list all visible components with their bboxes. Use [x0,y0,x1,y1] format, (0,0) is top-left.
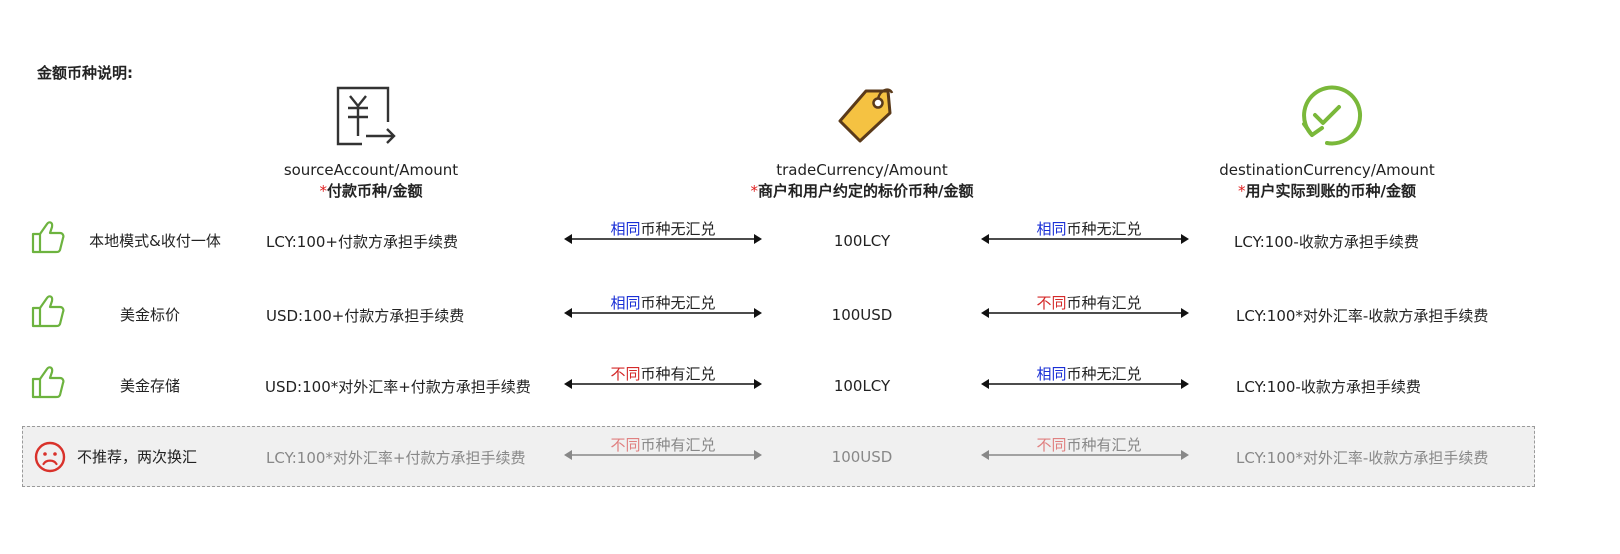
column-header-trade: tradeCurrency/Amount *商户和用户约定的标价币种/金额 [751,160,974,202]
exchange-label-suffix: 币种有汇兑 [640,436,716,454]
exchange-label-suffix: 币种无汇兑 [640,294,716,312]
column-title: tradeCurrency/Amount [776,161,948,179]
double-arrow-icon [981,308,1189,318]
exchange-label: 相同币种无汇兑 [1036,363,1141,384]
double-arrow-icon [564,450,762,460]
row-label: 美金标价 [119,306,181,324]
double-arrow-icon [564,308,762,318]
exchange-label: 不同币种有汇兑 [610,434,715,455]
source-amount: LCY:100*对外汇率+付款方承担手续费 [266,449,526,467]
destination-amount: LCY:100-收款方承担手续费 [1236,378,1421,396]
destination-amount: LCY:100-收款方承担手续费 [1234,233,1419,251]
exchange-label-suffix: 币种有汇兑 [1066,294,1142,312]
source-amount: USD:100+付款方承担手续费 [266,307,465,325]
exchange-label-prefix: 相同 [610,220,641,238]
exchange-label: 不同币种有汇兑 [1036,434,1141,455]
exchange-label-prefix: 不同 [1036,294,1067,312]
exchange-label-suffix: 币种无汇兑 [1066,365,1142,383]
row-label: 不推荐，两次换汇 [77,448,198,466]
double-arrow-icon [564,379,762,389]
source-amount: LCY:100+付款方承担手续费 [266,233,458,251]
exchange-label-prefix: 相同 [1036,365,1067,383]
exchange-label: 相同币种无汇兑 [1036,218,1141,239]
exchange-label-prefix: 不同 [610,365,641,383]
trade-amount: 100LCY [833,232,891,250]
exchange-label-suffix: 币种有汇兑 [640,365,716,383]
exchange-label-prefix: 不同 [610,436,641,454]
trade-amount: 100LCY [833,377,891,395]
column-subtitle: *付款币种/金额 [319,182,423,200]
source-amount: USD:100*对外汇率+付款方承担手续费 [265,378,531,396]
double-arrow-icon [564,234,762,244]
exchange-label: 不同币种有汇兑 [1036,292,1141,313]
sad-face-icon [34,441,66,473]
exchange-label: 相同币种无汇兑 [610,292,715,313]
column-subtitle: *商户和用户约定的标价币种/金额 [750,182,974,200]
double-arrow-icon [981,450,1189,460]
column-title: sourceAccount/Amount [283,161,459,179]
column-header-destination: destinationCurrency/Amount *用户实际到账的币种/金额 [1219,160,1435,202]
destination-amount: LCY:100*对外汇率-收款方承担手续费 [1236,307,1489,325]
yen-transfer-icon [336,86,396,146]
column-title: destinationCurrency/Amount [1219,161,1435,179]
destination-amount: LCY:100*对外汇率-收款方承担手续费 [1236,449,1489,467]
not-recommended-row-box [22,426,1535,487]
thumbs-up-icon [31,366,65,399]
exchange-label-prefix: 相同 [610,294,641,312]
exchange-label-suffix: 币种有汇兑 [1066,436,1142,454]
column-header-source: sourceAccount/Amount *付款币种/金额 [284,160,458,202]
row-label: 本地模式&收付一体 [89,232,221,250]
column-subtitle: *用户实际到账的币种/金额 [1238,182,1416,200]
row-label: 美金存储 [119,377,181,395]
price-tag-icon [838,88,894,143]
trade-amount: 100USD [831,448,893,466]
thumbs-up-icon [31,295,65,328]
thumbs-up-icon [31,221,65,254]
exchange-label-prefix: 相同 [1036,220,1067,238]
page-title: 金额币种说明: [37,64,133,82]
double-arrow-icon [981,379,1189,389]
trade-amount: 100USD [831,306,893,324]
exchange-label-suffix: 币种无汇兑 [1066,220,1142,238]
double-arrow-icon [981,234,1189,244]
exchange-label-prefix: 不同 [1036,436,1067,454]
check-circle-icon [1302,85,1363,146]
exchange-label: 相同币种无汇兑 [610,218,715,239]
exchange-label-suffix: 币种无汇兑 [640,220,716,238]
exchange-label: 不同币种有汇兑 [610,363,715,384]
